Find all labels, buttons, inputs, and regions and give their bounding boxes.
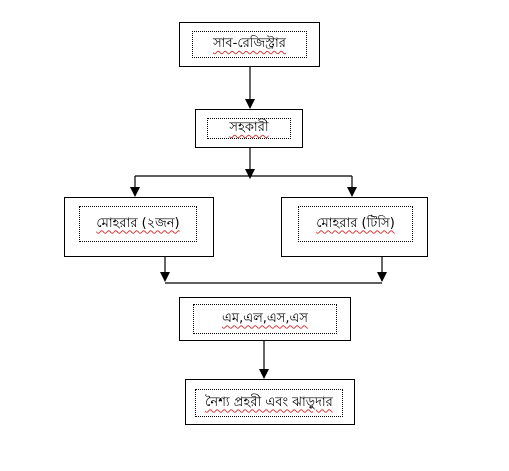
node-sub-registrar: সাব-রেজিস্ট্রার xyxy=(179,22,320,67)
node-assistant: সহকারী xyxy=(195,109,303,148)
node-clerk-2: মোহরার (২জন) xyxy=(64,197,214,257)
node-label: নৈশ্য প্রহরী এবং ঝাড়ুদার xyxy=(205,394,333,410)
node-clerk-tc: মোহরার (টিসি) xyxy=(281,197,428,257)
node-label: মোহরার (২জন) xyxy=(96,215,180,231)
node-guard-sweeper: নৈশ্য প্রহরী এবং ঝাড়ুদার xyxy=(185,379,355,425)
node-label: সহকারী xyxy=(229,120,269,135)
node-label: সাব-রেজিস্ট্রার xyxy=(213,36,286,51)
node-label: মোহরার (টিসি) xyxy=(316,215,395,231)
node-mlss: এম,এল,এস,এস xyxy=(179,297,351,341)
node-label: এম,এল,এস,এস xyxy=(221,310,309,326)
